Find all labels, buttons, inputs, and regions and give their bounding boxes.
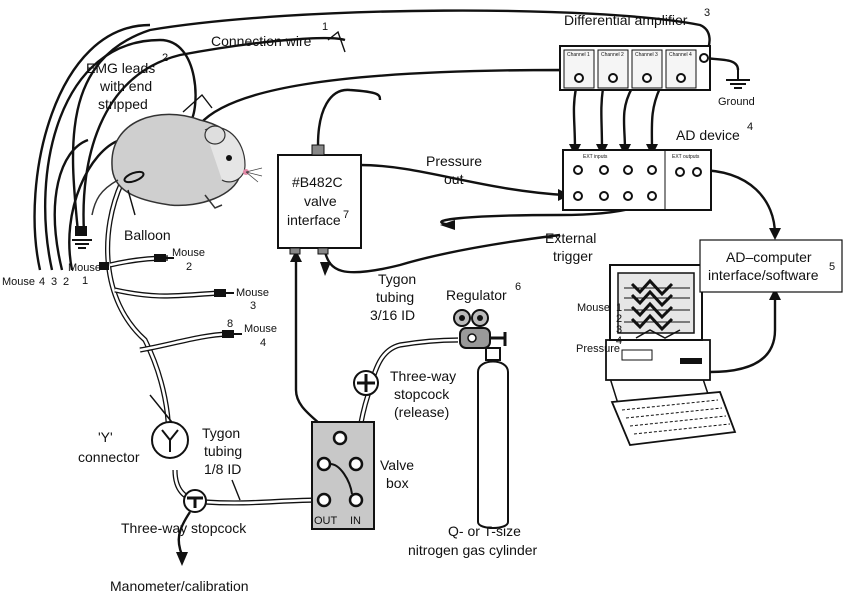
tygon-316-label-1: Tygon (378, 271, 416, 287)
valve-in-label: IN (350, 515, 361, 527)
valve-box-label-2: box (386, 475, 409, 491)
valve-box (311, 421, 375, 530)
mouse-3-label-2: 3 (250, 300, 256, 312)
amp-to-ad-wires (569, 87, 662, 156)
ad-device-label: AD device (676, 127, 740, 143)
amp-channel-3-label: Channel 3 (635, 52, 658, 58)
stopcock-release-label-1: Three-way (390, 368, 456, 384)
y-connector-label-1: 'Y' (98, 429, 113, 445)
valve-interface-label-1: #B482C (292, 174, 343, 190)
ad-ext-inputs-label: EXT inputs (583, 154, 608, 160)
screen-num-3: 3 (616, 324, 622, 336)
ad-computer-wires (697, 168, 781, 374)
interface-top-wire (316, 88, 382, 146)
ad-device-number: 4 (747, 121, 753, 133)
amp-channel-2-label: Channel 2 (601, 52, 624, 58)
cylinder-label-1: Q- or T-size (448, 523, 521, 539)
tygon-18-label-1: Tygon (202, 425, 240, 441)
mouse-1-label-1: Mouse (68, 262, 101, 274)
mouse-4-label-1: Mouse (244, 323, 277, 335)
mouse-3-label-1: Mouse (236, 287, 269, 299)
mouse-4-label-2: 4 (260, 337, 266, 349)
balloon-label: Balloon (124, 227, 171, 243)
mouse-bottom-num-3: 3 (51, 276, 57, 288)
manometer-arrow (176, 511, 191, 566)
external-trigger-label-1: External (545, 230, 596, 246)
pressure-out-label-2: out (444, 171, 464, 187)
regulator-icon (453, 309, 507, 349)
valve-box-label-1: Valve (380, 457, 414, 473)
screen-num-2: 2 (616, 313, 622, 325)
connection-wire-label: Connection wire (211, 33, 312, 49)
three-way-stopcock-label: Three-way stopcock (121, 520, 247, 536)
interface-bottom-wire (320, 233, 561, 276)
emg-leads-number: 2 (162, 52, 168, 64)
mouse-2-label-2: 2 (186, 261, 192, 273)
regulator-label: Regulator (446, 287, 507, 303)
ad-ext-outputs-label: EXT outputs (672, 154, 700, 160)
amp-channel-1-label: Channel 1 (567, 52, 590, 58)
amp-channel-4-label: Channel 4 (669, 52, 692, 58)
mouse-8-label: 8 (227, 318, 233, 330)
cylinder-label-2: nitrogen gas cylinder (408, 542, 538, 558)
differential-amplifier: Channel 1 Channel 2 Channel 3 Channel 4 (559, 45, 711, 91)
pressure-out-wire (359, 163, 570, 201)
nitrogen-cylinder (477, 347, 509, 529)
connection-wire-number: 1 (322, 21, 328, 33)
y-connector (151, 421, 189, 459)
regulator-number: 6 (515, 281, 521, 293)
three-way-stopcock-icon (183, 489, 207, 513)
computer (605, 264, 737, 446)
emg-leads-label-2: with end (99, 78, 152, 94)
valve-out-label: OUT (314, 515, 338, 527)
stopcock-release-label-2: stopcock (394, 386, 450, 402)
screen-pressure-label: Pressure (576, 343, 620, 355)
tygon-18-label-3: 1/8 ID (204, 461, 241, 477)
mouse-bottom-label: Mouse (2, 276, 35, 288)
external-trigger-label-2: trigger (553, 248, 593, 264)
mouse-ground-symbol (72, 226, 109, 270)
emg-leads (33, 23, 566, 271)
mouse-bottom-num-2: 2 (63, 276, 69, 288)
valve-interface-label-3: interface (287, 212, 341, 228)
screen-mouse-label: Mouse (577, 302, 610, 314)
differential-amplifier-number: 3 (704, 7, 710, 19)
stopcock-release-icon (353, 370, 379, 396)
screen-num-1: 1 (616, 302, 622, 314)
mouse-animal (91, 113, 263, 216)
emg-leads-label-3: stripped (98, 96, 148, 112)
manometer-label: Manometer/calibration (110, 578, 249, 594)
valve-interface-box (277, 144, 362, 255)
y-connector-label-2: connector (78, 449, 140, 465)
mouse-connectors (154, 254, 242, 338)
valve-interface-label-2: valve (304, 193, 337, 209)
ad-device: EXT inputs EXT outputs (562, 149, 712, 211)
mouse-1-label-2: 1 (82, 275, 88, 287)
ad-computer-label-2: interface/software (708, 267, 819, 283)
ad-computer-number: 5 (829, 261, 835, 273)
tygon-18-label-2: tubing (204, 443, 242, 459)
stopcock-release-label-3: (release) (394, 404, 449, 420)
ad-computer-interface-box (699, 239, 843, 293)
pressure-out-label-1: Pressure (426, 153, 482, 169)
differential-amplifier-label: Differential amplifier (564, 12, 688, 28)
tygon-316-label-2: tubing (376, 289, 414, 305)
ground-label: Ground (718, 96, 755, 108)
tygon-316-label-3: 3/16 ID (370, 307, 415, 323)
mouse-bottom-num-4: 4 (39, 276, 45, 288)
emg-leads-label-1: EMG leads (86, 60, 155, 76)
ad-computer-label-1: AD–computer (726, 249, 812, 265)
mouse-2-label-1: Mouse (172, 247, 205, 259)
screen-num-4: 4 (616, 335, 622, 347)
valve-interface-number: 7 (343, 209, 349, 221)
interface-to-valvebox-wire (290, 250, 331, 436)
